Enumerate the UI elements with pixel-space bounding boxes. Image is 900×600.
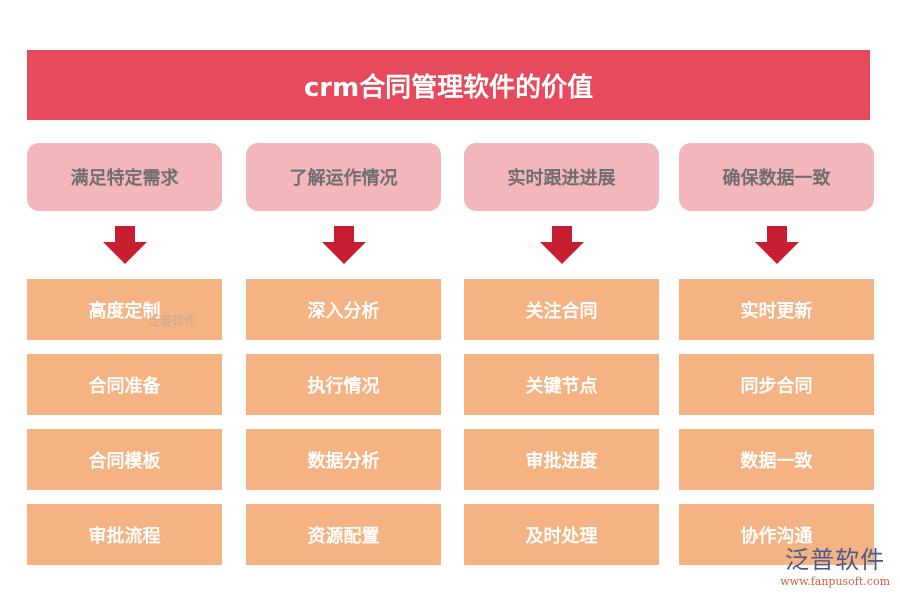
value-item: 审批进度 (464, 429, 659, 490)
value-item: 合同模板 (27, 429, 222, 490)
value-item: 数据一致 (679, 429, 874, 490)
watermark: 泛普软件 (148, 314, 197, 328)
value-item: 关键节点 (464, 354, 659, 415)
logo-url: www.fanpusoft.com (780, 575, 890, 588)
value-item: 数据分析 (246, 429, 441, 490)
down-arrow-icon (539, 226, 584, 264)
value-item: 协作沟通 (679, 504, 874, 565)
page-title: crm合同管理软件的价值 (27, 50, 870, 120)
value-item: 实时更新 (679, 279, 874, 340)
value-item: 执行情况 (246, 354, 441, 415)
column: 实时跟进进展 关注合同关键节点审批进度及时处理 (464, 143, 659, 565)
value-item: 关注合同 (464, 279, 659, 340)
column-heading: 了解运作情况 (246, 143, 441, 211)
column-heading: 确保数据一致 (679, 143, 874, 211)
down-arrow-icon (321, 226, 366, 264)
value-item: 审批流程 (27, 504, 222, 565)
down-arrow-icon (754, 226, 799, 264)
column-heading: 实时跟进进展 (464, 143, 659, 211)
value-item: 高度定制 (27, 279, 222, 340)
value-item: 同步合同 (679, 354, 874, 415)
value-item: 合同准备 (27, 354, 222, 415)
value-item: 及时处理 (464, 504, 659, 565)
value-item: 资源配置 (246, 504, 441, 565)
column: 确保数据一致 实时更新同步合同数据一致协作沟通 (679, 143, 874, 565)
column: 了解运作情况 深入分析执行情况数据分析资源配置 (246, 143, 441, 565)
logo-name: 泛普软件 (785, 546, 886, 574)
value-item: 深入分析 (246, 279, 441, 340)
brand-logo: 泛普软件 www.fanpusoft.com (780, 540, 890, 588)
column-heading: 满足特定需求 (27, 143, 222, 211)
column: 满足特定需求 高度定制合同准备合同模板审批流程 (27, 143, 222, 565)
down-arrow-icon (102, 226, 147, 264)
